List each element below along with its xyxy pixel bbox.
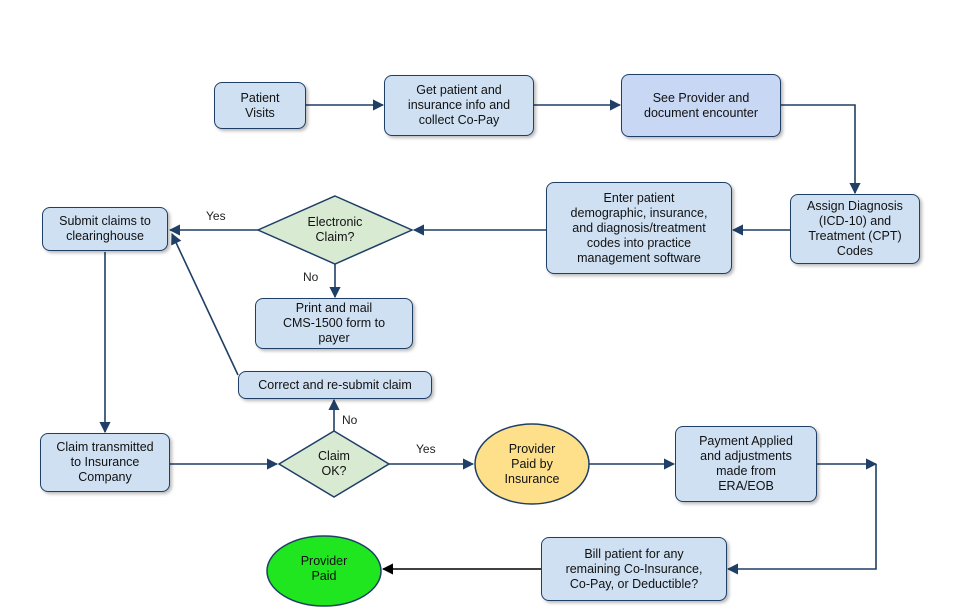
arrow-provider-to-assign: [780, 104, 861, 195]
label-yes-claim: Yes: [416, 442, 436, 456]
node-patient-visits: Patient Visits: [214, 82, 306, 129]
node-claim-transmitted: Claim transmitted to Insurance Company: [40, 433, 170, 492]
node-enter-patient: Enter patient demographic, insurance, an…: [546, 182, 732, 274]
node-correct-resubmit: Correct and re-submit claim: [238, 371, 432, 399]
node-submit-clearinghouse: Submit claims to clearinghouse: [42, 207, 168, 251]
arrow-correct-to-submit: [171, 232, 239, 376]
node-see-provider: See Provider and document encounter: [621, 74, 781, 137]
node-claim-ok: Claim OK?: [318, 449, 350, 478]
node-electronic-claim: Electronic Claim?: [307, 215, 363, 244]
node-payment-applied: Payment Applied and adjustments made fro…: [675, 426, 817, 502]
arrow-payment-to-bill: [726, 464, 877, 575]
node-provider-paid-insurance: Provider Paid by Insurance: [504, 441, 560, 486]
node-provider-paid: Provider Paid: [300, 554, 348, 583]
node-print-mail: Print and mail CMS-1500 form to payer: [255, 298, 413, 349]
label-no-electronic: No: [303, 270, 319, 284]
node-get-patient-info: Get patient and insurance info and colle…: [384, 75, 534, 136]
label-no-claim: No: [342, 413, 358, 427]
label-yes-electronic: Yes: [206, 209, 226, 223]
node-assign-diagnosis: Assign Diagnosis (ICD-10) and Treatment …: [790, 194, 920, 264]
provider-paid-oval: [266, 535, 382, 607]
claim-ok-diamond: [277, 430, 391, 498]
node-bill-patient: Bill patient for any remaining Co-Insura…: [541, 537, 727, 601]
